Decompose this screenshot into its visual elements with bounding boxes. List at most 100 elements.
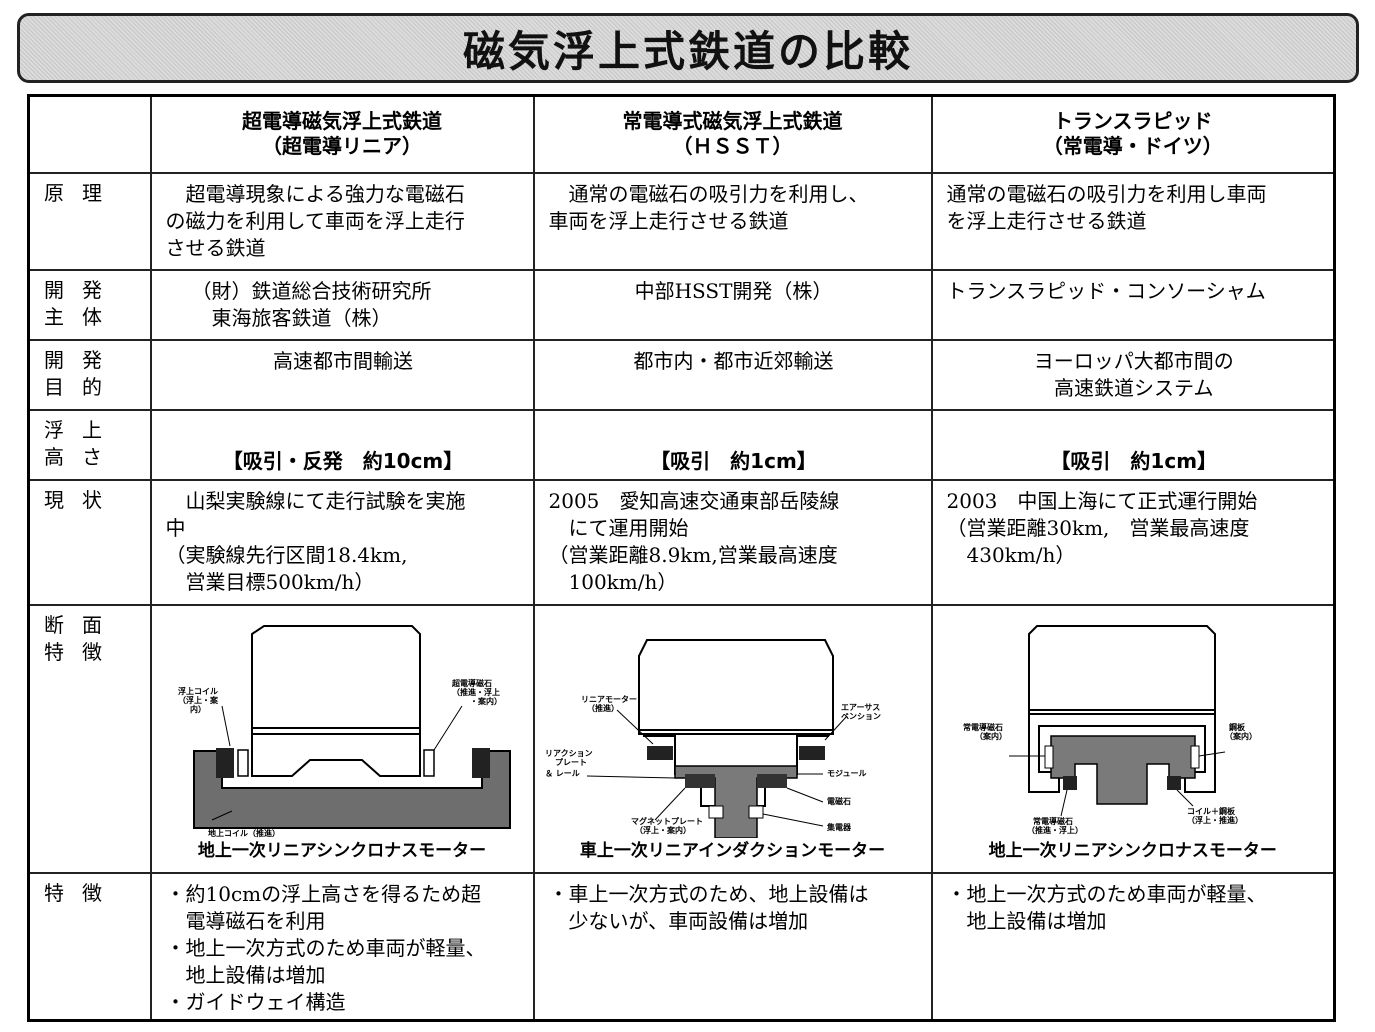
text-line: 営業目標500km/h） xyxy=(165,569,375,594)
status-transrapid: 2003 中国上海にて正式運行開始 （営業距離30km, 営業最高速度 430k… xyxy=(930,478,1336,606)
diagram-label-line: エアーサス xyxy=(841,703,880,712)
diagram-label-line: 常電導磁石 xyxy=(1033,816,1073,826)
text-line: ・約10cmの浮上高さを得るため超 xyxy=(165,881,482,906)
header-col-hsst: 常電導式磁気浮上式鉄道 （ＨＳＳＴ） xyxy=(532,94,933,174)
coil-steel-label: コイル＋鋼板（浮上・推進） xyxy=(1187,806,1243,825)
label-line: 高さ xyxy=(44,444,120,469)
text-line: 中 xyxy=(165,515,186,540)
diagram-label-line: 超電導磁石 xyxy=(451,678,492,688)
row-status: 現状 山梨実験線にて走行試験を実施 中 （実験線先行区間18.4km, 営業目標… xyxy=(27,478,1336,606)
purpose-sc-maglev: 高速都市間輸送 xyxy=(149,338,535,411)
label-line: 断面 xyxy=(44,612,120,637)
nc-magnet-lev-label: 常電導磁石（推進・浮上） xyxy=(1027,816,1083,835)
text-line: 高速都市間輸送 xyxy=(273,348,413,373)
header-line: （超電導リニア） xyxy=(262,134,422,159)
text-line: （財）鉄道総合技術研究所 xyxy=(191,278,432,303)
text-line: ・車上一次方式のため、地上設備は xyxy=(548,881,869,906)
collector-label: 集電器 xyxy=(826,822,852,832)
features-transrapid: ・地上一次方式のため車両が軽量、 地上設備は増加 xyxy=(930,871,1336,1022)
text-line: を浮上走行させる鉄道 xyxy=(946,208,1147,233)
text-line: 430km/h） xyxy=(946,542,1076,567)
text-line: 通常の電磁石の吸引力を利用し車両 xyxy=(946,181,1267,206)
diagram-label-line: 常電導磁石 xyxy=(963,722,1003,732)
text-line: にて運用開始 xyxy=(548,515,689,540)
row-purpose: 開発 目的 高速都市間輸送 都市内・都市近郊輸送 ヨーロッパ大都市間の 高速鉄道… xyxy=(27,338,1336,411)
developer-hsst: 中部HSST開発（株） xyxy=(532,268,933,341)
sc-magnet-label: 超電導磁石（推進・浮上・案内） xyxy=(451,678,502,706)
hsst-diagram: リニアモーター（推進） エアーサスペンション リアクションプレート＆ レール モ… xyxy=(545,638,881,838)
text-line: 東海旅客鉄道（株） xyxy=(191,305,392,330)
label-line: 浮上 xyxy=(44,417,120,442)
row-principle: 原理 超電導現象による強力な電磁石 の磁力を利用して車両を浮上走行 させる鉄道 … xyxy=(27,171,1336,271)
text-line: させる鉄道 xyxy=(165,235,266,260)
principle-sc-maglev: 超電導現象による強力な電磁石 の磁力を利用して車両を浮上走行 させる鉄道 xyxy=(149,171,535,271)
principle-hsst: 通常の電磁石の吸引力を利用し、 車両を浮上走行させる鉄道 xyxy=(532,171,933,271)
float-height-sc-maglev: 【吸引・反発 約10cm】 xyxy=(149,408,535,481)
caption-sc-maglev: 地上一次リニアシンクロナスモーター xyxy=(197,840,487,861)
text-line: （営業距離8.9km,営業最高速度 xyxy=(548,542,838,567)
features-sc-maglev: ・約10cmの浮上高さを得るため超 電導磁石を利用 ・地上一次方式のため車両が軽… xyxy=(149,871,535,1022)
comparison-table: 超電導磁気浮上式鉄道 （超電導リニア） 常電導式磁気浮上式鉄道 （ＨＳＳＴ） ト… xyxy=(27,94,1336,1022)
developer-transrapid: トランスラピッド・コンソーシャム xyxy=(930,268,1336,341)
text-line: 中部HSST開発（株） xyxy=(634,278,833,303)
purpose-transrapid: ヨーロッパ大都市間の 高速鉄道システム xyxy=(930,338,1336,411)
text-line: の磁力を利用して車両を浮上走行 xyxy=(165,208,465,233)
text-line: 山梨実験線にて走行試験を実施 xyxy=(165,488,466,513)
diagram-label-line: （推進・浮上 xyxy=(452,687,500,697)
reaction-plate-label: リアクションプレート ＆ レール xyxy=(545,748,593,778)
cross-section-hsst: リニアモーター（推進） エアーサスペンション リアクションプレート＆ レール モ… xyxy=(532,603,933,874)
label-line: 目的 xyxy=(44,374,120,399)
diagram-label-line: 内） xyxy=(190,704,206,714)
diagram-label-line: リアクション xyxy=(545,748,593,758)
label-line: 原理 xyxy=(44,180,120,205)
diagram-label-line: プレート xyxy=(555,757,587,767)
features-hsst: ・車上一次方式のため、地上設備は 少ないが、車両設備は増加 xyxy=(532,871,933,1022)
text-line: 都市内・都市近郊輸送 xyxy=(633,348,834,373)
row-label-purpose: 開発 目的 xyxy=(27,338,152,411)
steel-plate-label: 鋼板（案内） xyxy=(1225,722,1257,741)
header-line: 超電導磁気浮上式鉄道 xyxy=(242,109,442,134)
float-height-hsst: 【吸引 約1cm】 xyxy=(532,408,933,481)
diagram-label-line: （案内） xyxy=(975,731,1007,741)
electromagnet-label: 電磁石 xyxy=(827,796,851,806)
header-line: （常電導・ドイツ） xyxy=(1042,134,1223,159)
caption-hsst: 車上一次リニアインダクションモーター xyxy=(579,840,886,861)
text-line: （営業距離30km, 営業最高速度 xyxy=(946,515,1250,540)
diagram-label-line: （浮上・推進） xyxy=(1187,815,1243,825)
air-suspension-label: エアーサスペンション xyxy=(841,703,881,721)
text-line: （実験線先行区間18.4km, xyxy=(165,542,408,567)
label-line: 主体 xyxy=(44,304,120,329)
text-line: 通常の電磁石の吸引力を利用し、 xyxy=(548,181,869,206)
diagram-label-line: （推進・浮上） xyxy=(1027,825,1083,835)
diagram-label-line: （浮上・案 xyxy=(178,695,219,705)
ground-coil-label: 地上コイル（推進） xyxy=(208,828,280,838)
text-line: 地上設備は増加 xyxy=(165,962,326,987)
row-label-features: 特徴 xyxy=(27,871,152,1022)
text-line: ・ガイドウェイ構造 xyxy=(165,989,346,1014)
label-line: 特徴 xyxy=(44,880,120,905)
header-col-sc-maglev: 超電導磁気浮上式鉄道 （超電導リニア） xyxy=(149,94,535,174)
row-label-developer: 開発 主体 xyxy=(27,268,152,341)
label-line: 開発 xyxy=(44,277,120,302)
header-row: 超電導磁気浮上式鉄道 （超電導リニア） 常電導式磁気浮上式鉄道 （ＨＳＳＴ） ト… xyxy=(27,94,1336,174)
text-line: 車両を浮上走行させる鉄道 xyxy=(548,208,789,233)
row-label-cross-section: 断面 特徴 xyxy=(27,603,152,874)
purpose-hsst: 都市内・都市近郊輸送 xyxy=(532,338,933,411)
status-hsst: 2005 愛知高速交通東部岳陵線 にて運用開始 （営業距離8.9km,営業最高速… xyxy=(532,478,933,606)
text-line: ・地上一次方式のため車両が軽量、 xyxy=(946,881,1267,906)
magnet-plate-label: マグネットプレート（浮上・案内） xyxy=(631,816,703,835)
sc-maglev-diagram: 浮上コイル（浮上・案内） 超電導磁石（推進・浮上・案内） 地上コイル（推進） xyxy=(178,624,511,838)
diagram-label-line: ＆ レール xyxy=(545,769,580,778)
row-features: 特徴 ・約10cmの浮上高さを得るため超 電導磁石を利用 ・地上一次方式のため車… xyxy=(27,871,1336,1022)
status-sc-maglev: 山梨実験線にて走行試験を実施 中 （実験線先行区間18.4km, 営業目標500… xyxy=(149,478,535,606)
header-line: トランスラピッド xyxy=(1052,109,1213,134)
header-line: 常電導式磁気浮上式鉄道 xyxy=(622,109,843,134)
text-line: 地上設備は増加 xyxy=(946,908,1107,933)
header-corner xyxy=(27,94,152,174)
header-line: （ＨＳＳＴ） xyxy=(672,134,793,159)
cross-section-sc-maglev: 浮上コイル（浮上・案内） 超電導磁石（推進・浮上・案内） 地上コイル（推進） 地… xyxy=(149,603,535,874)
text-line: トランスラピッド・コンソーシャム xyxy=(946,278,1266,303)
text-line: 超電導現象による強力な電磁石 xyxy=(165,181,465,206)
row-developer: 開発 主体 （財）鉄道総合技術研究所 東海旅客鉄道（株） 中部HSST開発（株）… xyxy=(27,268,1336,341)
principle-transrapid: 通常の電磁石の吸引力を利用し車両 を浮上走行させる鉄道 xyxy=(930,171,1336,271)
